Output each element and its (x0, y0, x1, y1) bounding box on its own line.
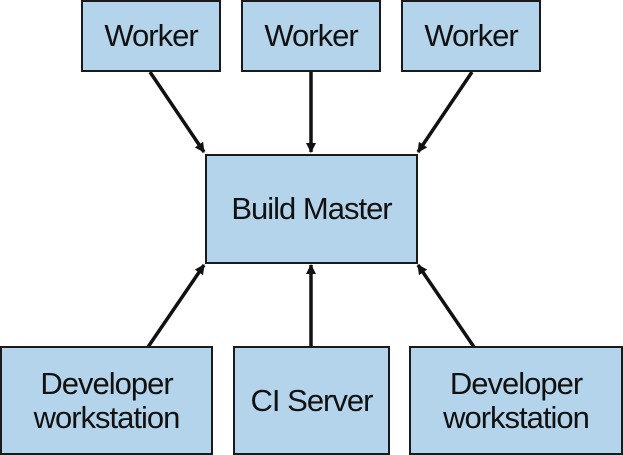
worker-label: Worker (424, 18, 518, 53)
worker-box: Worker (81, 0, 221, 72)
worker-label: Worker (104, 18, 198, 53)
arrow-worker-left-to-master (148, 71, 206, 153)
box-label-line-1: Developer (40, 365, 173, 401)
developer-workstation-box: Developer workstation (409, 346, 623, 455)
worker-label: Worker (264, 18, 358, 53)
worker-box: Worker (401, 0, 541, 72)
arrow-worker-right-to-master (416, 71, 474, 153)
box-label-line-1: CI Server (250, 382, 374, 418)
box-label-line-1: Developer (449, 365, 583, 401)
box-label-line-2: workstation (443, 399, 590, 435)
box-label-line-2: workstation (33, 399, 181, 435)
developer-workstation-box: Developer workstation (0, 346, 213, 455)
arrow-developer-left-to-master (146, 264, 206, 348)
worker-box: Worker (241, 0, 381, 72)
arrow-developer-right-to-master (416, 264, 476, 348)
ci-server-box: CI Server (233, 346, 390, 455)
build-master-label: Build Master (231, 191, 392, 226)
build-master-box: Build Master (205, 154, 418, 264)
